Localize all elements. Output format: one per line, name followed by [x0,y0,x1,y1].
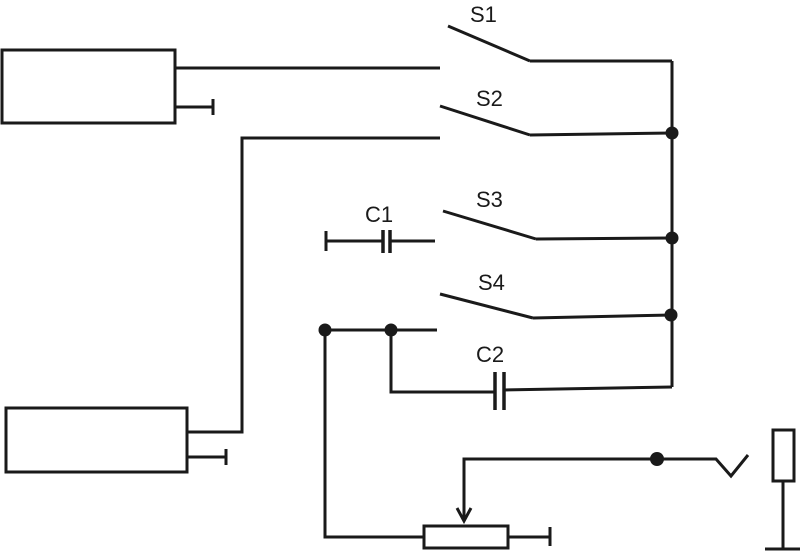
junction-node-output [650,452,664,466]
module-top-left [0,48,440,125]
module-top-left-body [0,48,177,125]
switch-s4-label: S4 [478,270,505,295]
switch-s3: S3 [442,187,673,241]
capacitor-c1: C1 [324,202,435,253]
junction-node-s3 [665,231,679,245]
output-jack-wire [656,454,750,479]
right-component-body [771,428,796,483]
capacitor-c2: C2 [389,330,673,410]
module-top-left-ground-stub [173,68,213,109]
potentiometer-wiper-arrow-icon [455,507,473,525]
module-bottom-left-output-wire [187,136,440,434]
switch-s2-wire [529,131,673,137]
potentiometer [323,330,656,550]
junction-node-left [318,323,332,337]
right-component [765,428,800,551]
switch-s4: S4 [439,270,673,320]
capacitor-c2-label: C2 [476,342,504,367]
junction-node-c2 [384,323,398,337]
capacitor-c2-lead-left [389,330,495,394]
switch-s1-label: S1 [470,2,497,27]
switch-s4-wire [532,313,673,320]
capacitor-c2-lead-right [503,385,673,392]
module-bottom-left [4,136,440,474]
switch-s1: S1 [447,2,672,63]
switch-s2-label: S2 [476,86,503,111]
switch-s2-blade [439,104,531,137]
switch-s3-blade [442,209,537,241]
junction-node-s4 [664,308,678,322]
potentiometer-body [422,524,510,550]
switch-s3-wire [535,236,673,241]
junction-node-s2 [665,126,679,140]
switch-s3-label: S3 [476,187,503,212]
switch-s2: S2 [439,86,673,137]
potentiometer-input-wire [323,330,424,539]
module-bottom-left-body [4,406,189,474]
switch-s1-blade [447,24,531,63]
switch-s4-blade [439,292,534,320]
output-jack [656,454,750,479]
module-bottom-left-ground-stub [185,432,226,459]
potentiometer-wiper-wire [462,457,656,518]
junction-nodes [318,126,679,466]
capacitor-c1-label: C1 [365,202,393,227]
